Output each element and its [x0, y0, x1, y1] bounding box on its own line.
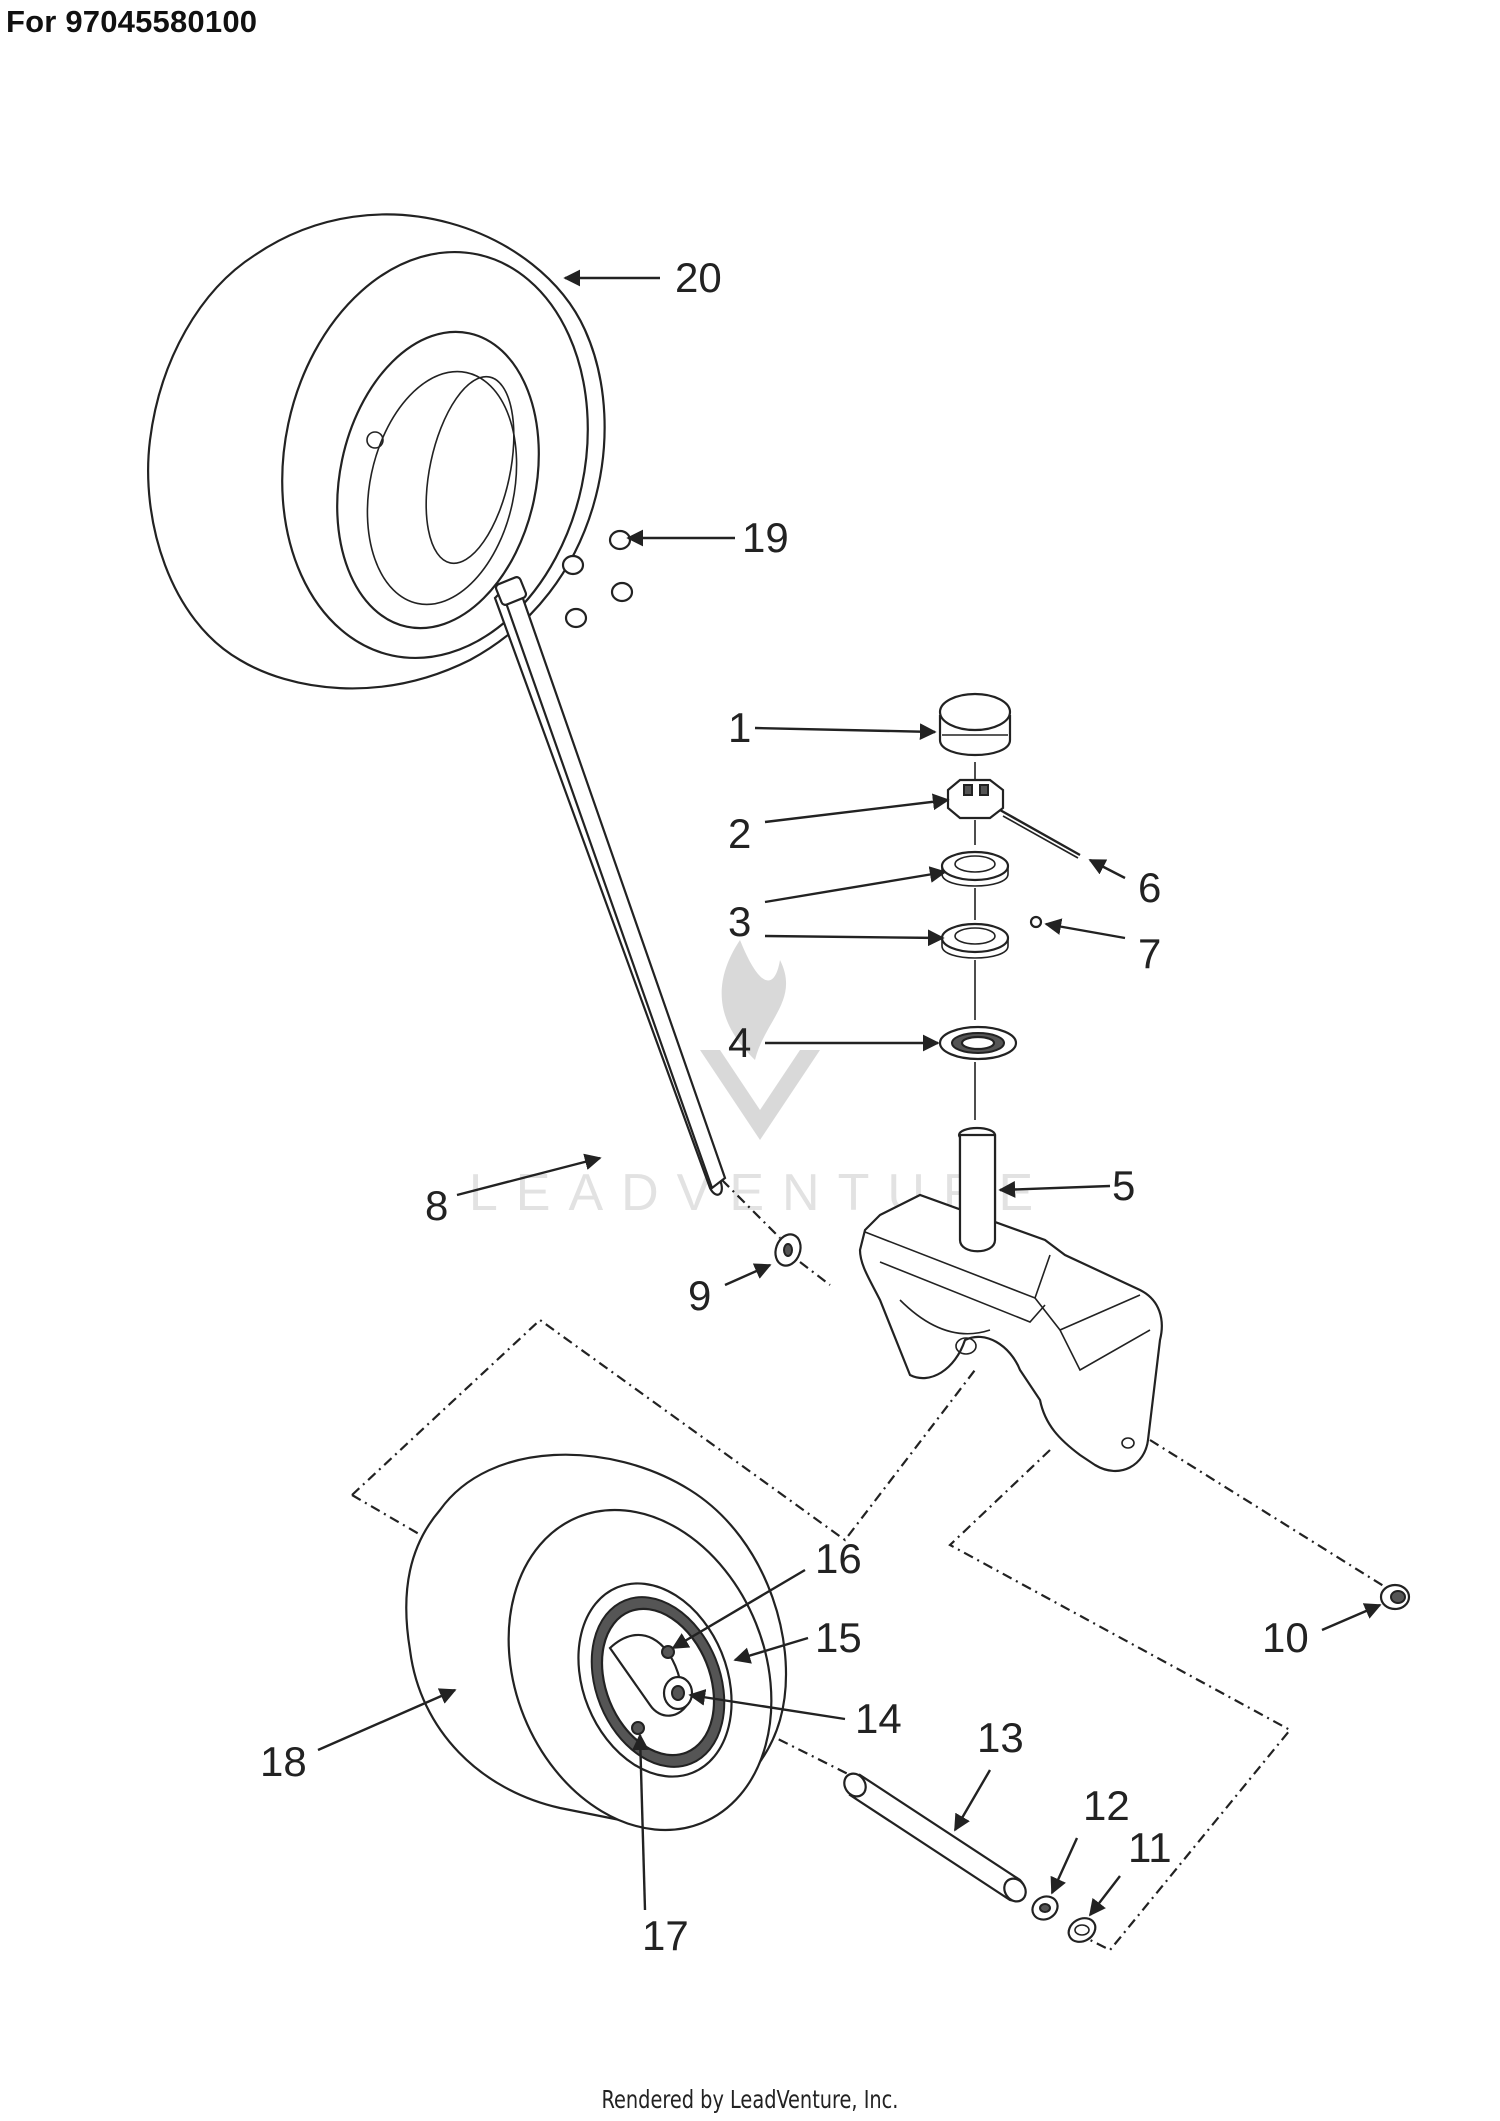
spindle-stack — [938, 692, 1081, 1120]
axle-bolt-8 — [493, 576, 727, 1196]
callout-4: 4 — [728, 1019, 751, 1066]
tire-20 — [147, 213, 606, 690]
footer-credit: Rendered by LeadVenture, Inc. — [601, 2085, 899, 2114]
callout-14: 14 — [855, 1695, 902, 1742]
spacer-tube-13 — [843, 1772, 1027, 1903]
watermark-logo: LEADVENTURE — [469, 940, 1033, 1222]
callout-8: 8 — [425, 1182, 448, 1229]
callout-labels: 20 19 1 2 6 3 7 4 5 8 9 10 16 15 14 18 1… — [260, 254, 1309, 1959]
callout-1: 1 — [728, 704, 751, 751]
washer-9 — [774, 1233, 802, 1267]
leader-lines — [317, 269, 1382, 1917]
callout-20: 20 — [675, 254, 722, 301]
callout-17: 17 — [642, 1912, 689, 1959]
callout-16: 16 — [815, 1535, 862, 1582]
callout-13: 13 — [977, 1714, 1024, 1761]
callout-7: 7 — [1138, 930, 1161, 977]
callout-15: 15 — [815, 1614, 862, 1661]
callout-18: 18 — [260, 1738, 307, 1785]
callout-5: 5 — [1112, 1162, 1135, 1209]
callout-9: 9 — [688, 1272, 711, 1319]
callout-12: 12 — [1083, 1782, 1130, 1829]
bushing-11 — [1067, 1917, 1097, 1943]
caster-yoke-5 — [858, 1126, 1163, 1473]
callout-11: 11 — [1128, 1824, 1172, 1871]
lug-nuts-19 — [561, 529, 634, 629]
washer-12 — [1031, 1895, 1059, 1921]
callout-10: 10 — [1262, 1614, 1309, 1661]
page-title: For 97045580100 — [6, 4, 258, 39]
caster-wheel-18 — [405, 1453, 788, 1832]
bushing-10 — [1379, 1583, 1411, 1611]
callout-2: 2 — [728, 810, 751, 857]
callout-19: 19 — [742, 514, 789, 561]
callout-6: 6 — [1138, 864, 1161, 911]
callout-3a: 3 — [728, 898, 751, 945]
